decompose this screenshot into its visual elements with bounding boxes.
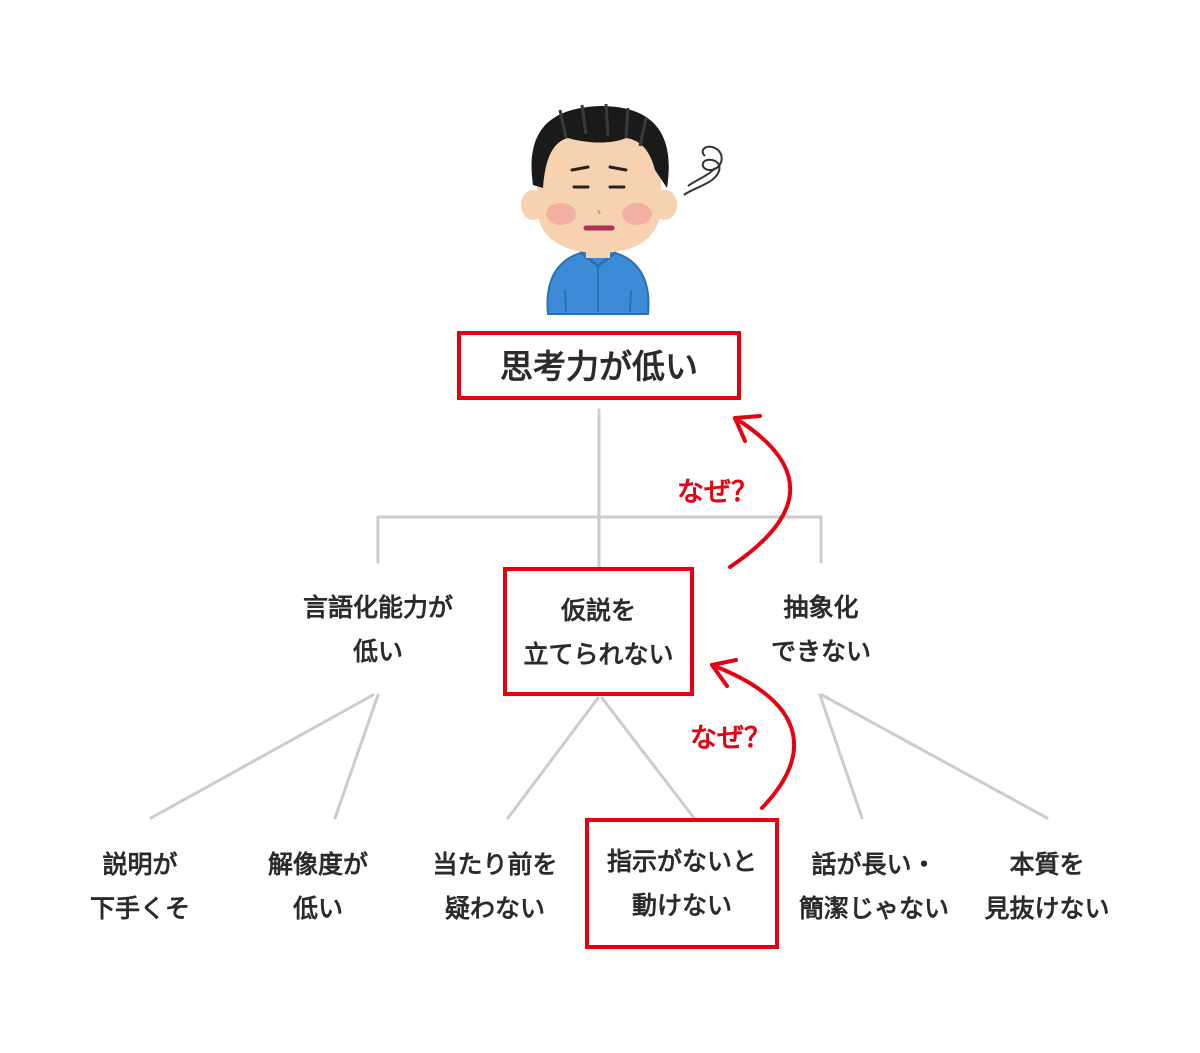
node-line2: 疑わない xyxy=(444,894,545,923)
worried-person-illustration xyxy=(521,103,677,315)
node-line1: 解像度が xyxy=(267,850,368,879)
connector-left-2 xyxy=(333,693,380,820)
level1-node-hypothesis: 仮説を 立てられない xyxy=(503,567,694,696)
node-line1: 指示がないと xyxy=(606,847,757,876)
level1-node-abstraction: 抽象化 できない xyxy=(751,586,891,674)
level2-node-instructions: 指示がないと 動けない xyxy=(585,818,779,949)
why-label-lower: なぜ？ xyxy=(690,723,771,754)
why-arrow-upper xyxy=(728,416,793,569)
node-line2: 見抜けない xyxy=(984,894,1110,923)
level2-node-essence: 本質を 見抜けない xyxy=(967,843,1127,931)
node-line2: 立てられない xyxy=(523,640,674,669)
node-line2: 低い xyxy=(292,894,343,923)
why-arrows xyxy=(710,414,797,810)
connector-right-1 xyxy=(818,693,864,820)
root-node: 思考力が低い xyxy=(457,331,741,400)
node-line1: 話が長い・ xyxy=(811,850,937,879)
node-line2: 低い xyxy=(352,637,403,666)
node-line1: 説明が xyxy=(102,850,178,879)
connector-left-1 xyxy=(149,693,375,820)
level2-node-resolution: 解像度が 低い xyxy=(238,843,398,931)
node-line1: 言語化能力が xyxy=(302,593,453,622)
root-label: 思考力が低い xyxy=(500,347,698,386)
node-line2: 簡潔じゃない xyxy=(798,894,949,923)
why-label-upper: なぜ？ xyxy=(677,477,758,508)
node-line1: 仮説を xyxy=(560,596,636,625)
connector-center-1 xyxy=(506,696,600,820)
node-line2: 動けない xyxy=(631,891,732,920)
connector-lines xyxy=(149,408,1049,820)
node-line1: 当たり前を xyxy=(432,850,558,879)
why-arrow-lower xyxy=(710,663,797,810)
node-line2: できない xyxy=(770,637,871,666)
level2-node-conciseness: 話が長い・ 簡潔じゃない xyxy=(784,843,964,931)
level1-node-verbalization: 言語化能力が 低い xyxy=(286,586,470,674)
node-line1: 抽象化 xyxy=(783,593,859,622)
node-line1: 本質を xyxy=(1009,850,1085,879)
connector-center-2 xyxy=(600,696,696,820)
dizzy-swirl-icon xyxy=(683,145,723,196)
level2-node-explanation: 説明が 下手くそ xyxy=(60,843,220,931)
why-arrow-upper-head xyxy=(733,414,762,443)
connector-right-2 xyxy=(820,693,1049,820)
node-line2: 下手くそ xyxy=(89,894,190,923)
why-arrow-lower-head xyxy=(710,658,738,688)
level2-node-assumptions: 当たり前を 疑わない xyxy=(410,843,580,931)
